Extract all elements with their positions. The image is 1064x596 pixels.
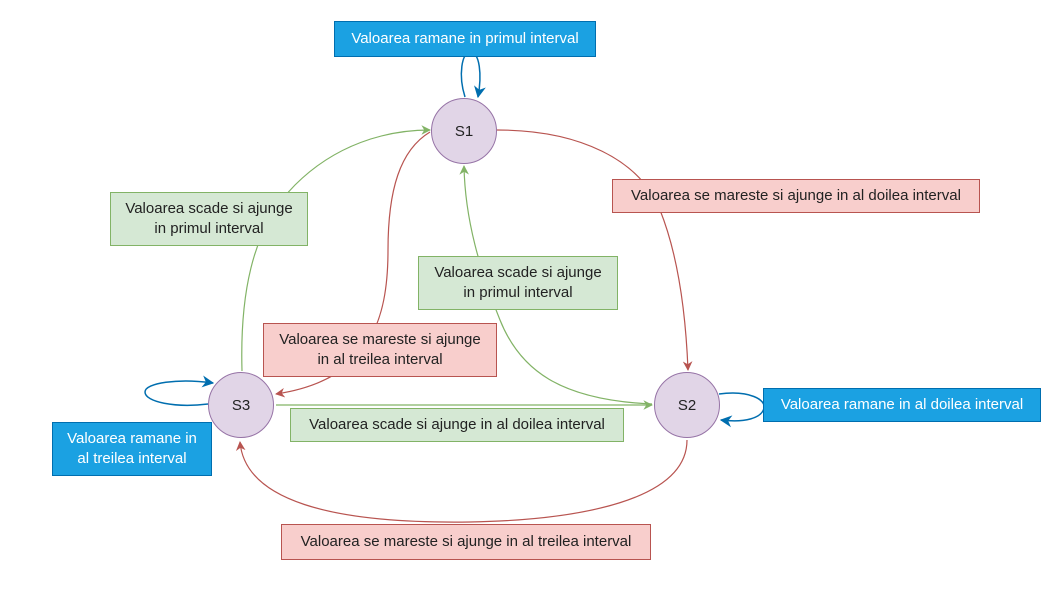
label-s3-to-s2: Valoarea scade si ajunge in al doilea in…: [290, 408, 624, 442]
edge-s2-to-s1: [459, 165, 653, 405]
state-s3[interactable]: S3: [208, 372, 274, 438]
label-s2-to-s1: Valoarea scade si ajunge in primul inter…: [418, 256, 618, 310]
label-s2-self: Valoarea ramane in al doilea interval: [763, 388, 1041, 422]
label-s1-to-s3: Valoarea se mareste si ajunge in al trei…: [263, 323, 497, 377]
edge-s2-to-s3: [235, 439, 688, 523]
edge-s2-self: [718, 392, 765, 428]
edge-s3-self: [144, 375, 215, 407]
state-s1[interactable]: S1: [431, 98, 497, 164]
label-s2-to-s3: Valoarea se mareste si ajunge in al trei…: [281, 524, 651, 560]
label-s3-self: Valoarea ramane in al treilea interval: [52, 422, 212, 476]
edge-s3-to-s1: [241, 125, 431, 372]
label-s1-self: Valoarea ramane in primul interval: [334, 21, 596, 57]
label-s1-to-s2: Valoarea se mareste si ajunge in al doil…: [612, 179, 980, 213]
label-s3-to-s1: Valoarea scade si ajunge in primul inter…: [110, 192, 308, 246]
edge-s1-to-s2: [496, 129, 693, 371]
edge-s1-self: [460, 51, 486, 99]
state-s2[interactable]: S2: [654, 372, 720, 438]
